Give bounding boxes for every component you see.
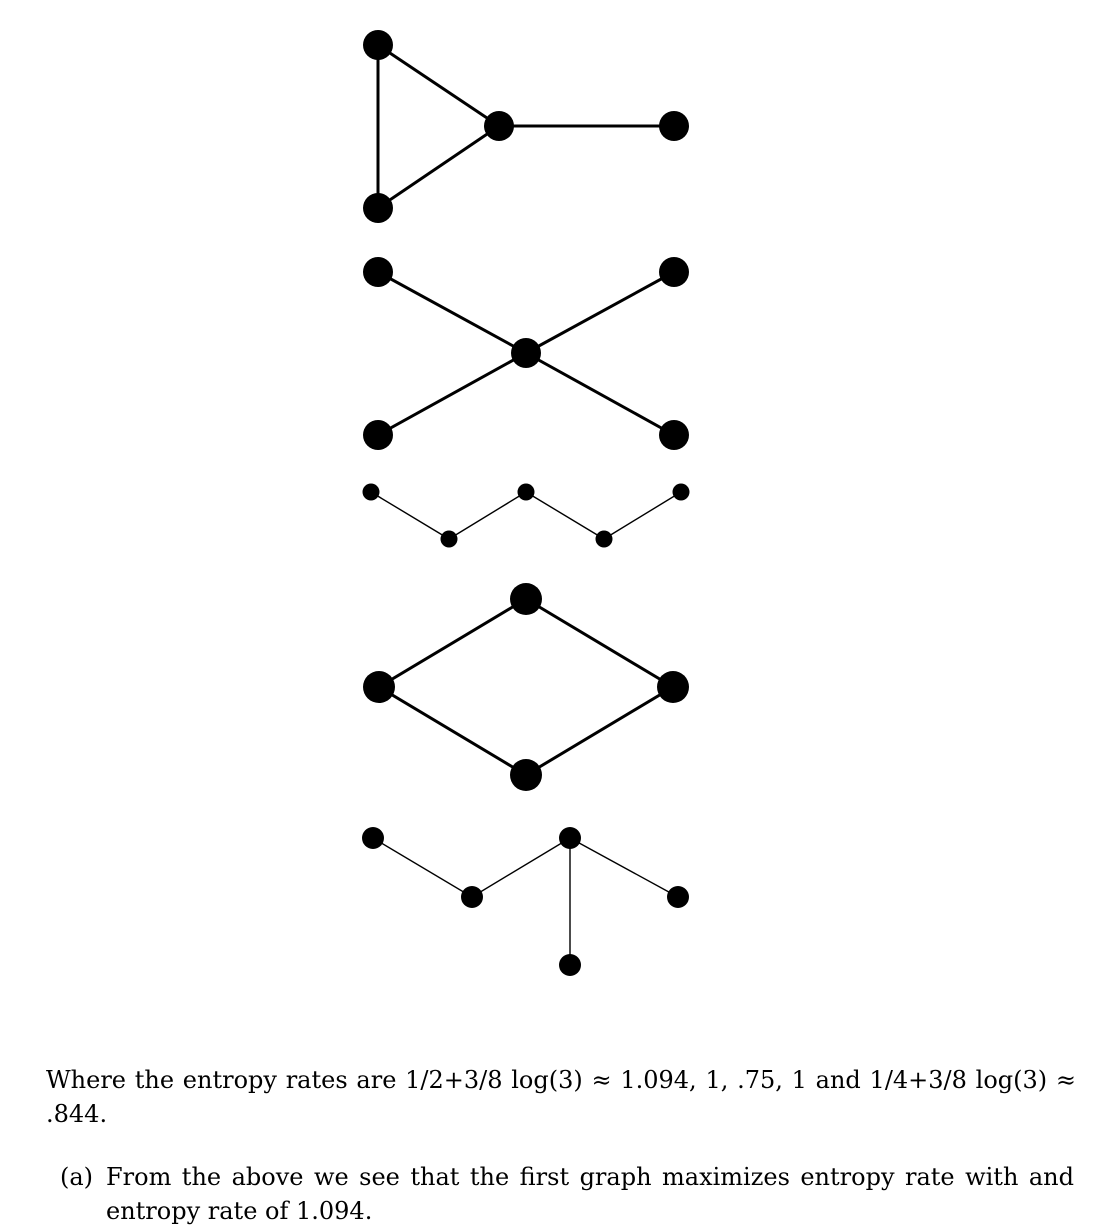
graph-4-cycle (363, 583, 689, 791)
graph-node (363, 671, 395, 703)
graph-edge (377, 270, 527, 355)
list-item-text: From the above we see that the first gra… (106, 1163, 1074, 1225)
graph-node (362, 483, 380, 501)
graph-5-tree (362, 827, 689, 976)
graph-node (559, 954, 581, 976)
graph-node (440, 530, 458, 548)
graph-edge (376, 597, 676, 777)
graph-node (595, 530, 613, 548)
graph-node (363, 30, 393, 60)
graph-edge (525, 351, 675, 437)
graph-node (510, 759, 542, 791)
graph-edge (377, 351, 527, 437)
graph-node (659, 420, 689, 450)
entropy-rates-paragraph: Where the entropy rates are 1/2+3/8 log(… (46, 1066, 1076, 1128)
graph-figures (362, 30, 690, 976)
graph-node (461, 886, 483, 908)
graph-node (363, 257, 393, 287)
graph-node (659, 257, 689, 287)
graph-edge (471, 837, 571, 898)
graph-node (559, 827, 581, 849)
graph-1-triangle-with-tail (363, 30, 689, 223)
graph-edge (372, 837, 473, 898)
graph-node (363, 193, 393, 223)
graph-node (667, 886, 689, 908)
graph-edge (377, 43, 500, 128)
graph-node (362, 827, 384, 849)
graph-node (510, 583, 542, 615)
graph-3-path (362, 483, 690, 548)
graph-node (511, 338, 541, 368)
graph-node (517, 483, 535, 501)
graph-edge (377, 124, 500, 210)
graph-edge (569, 837, 679, 898)
graph-node (363, 420, 393, 450)
graph-node (657, 671, 689, 703)
list-item-label: (a) (60, 1163, 94, 1191)
graph-node (484, 111, 514, 141)
graph-2-star (363, 257, 689, 450)
graph-edge (525, 270, 675, 355)
graph-node (659, 111, 689, 141)
graph-node (672, 483, 690, 501)
